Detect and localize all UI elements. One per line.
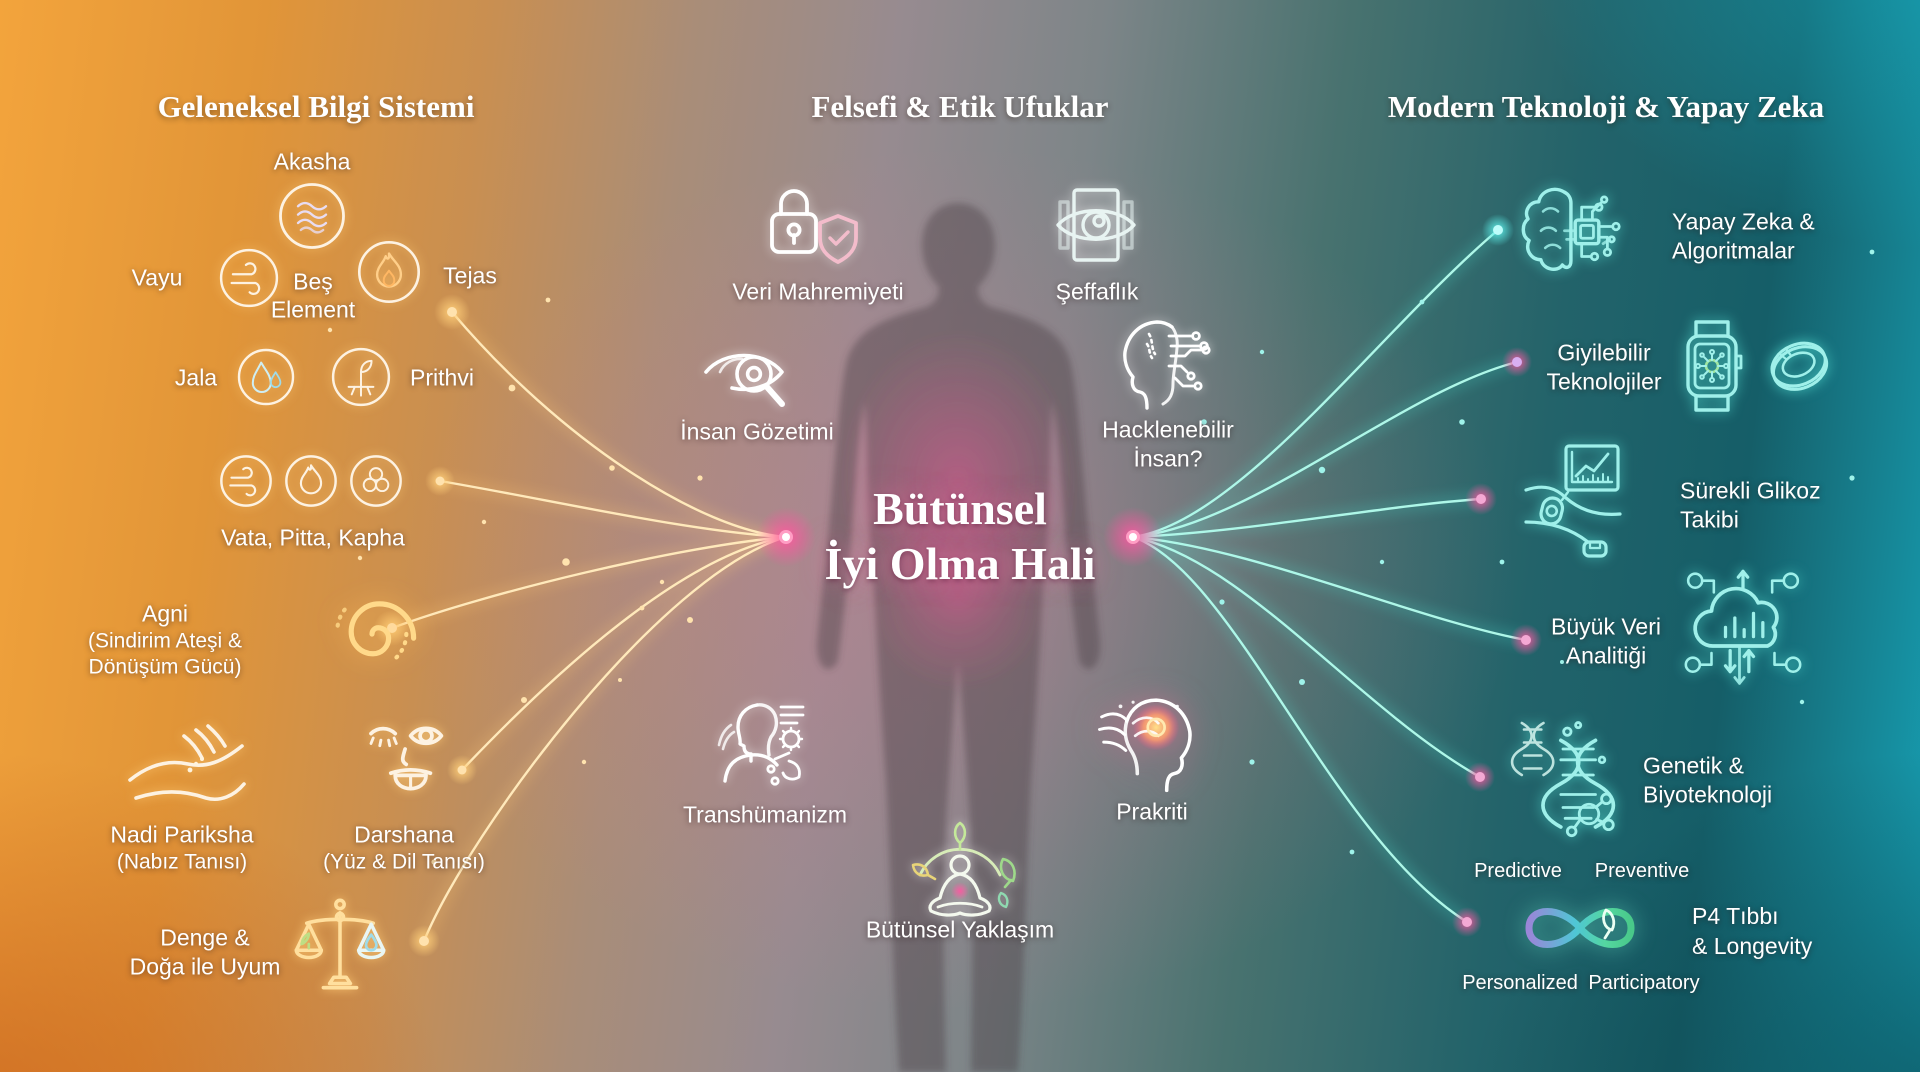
hackable-human-icon: [1103, 300, 1223, 420]
vata-wind-icon: [218, 453, 274, 509]
transparency-eye-icon: [1046, 176, 1146, 276]
nadi-label: Nadi Pariksha (Nabız Tanısı): [110, 821, 254, 874]
holistic-meditation-icon: [885, 813, 1035, 943]
agni-spiral-icon: [320, 582, 424, 686]
cgm-label: Sürekli Glikoz Takibi: [1680, 477, 1821, 532]
data-privacy-label: Veri Mahremiyeti: [732, 278, 904, 305]
p4-personalized-label: Personalized: [1462, 972, 1578, 995]
bigdata-cloud-icon: [1678, 562, 1808, 702]
transhumanism-icon: [705, 685, 825, 805]
five-elements-center-label: Beş Element: [270, 268, 356, 322]
pitta-fire-icon: [283, 453, 339, 509]
akasha-waves-icon: [277, 181, 347, 251]
element-tejas-label: Tejas: [443, 262, 497, 289]
doshas-label: Vata, Pitta, Kapha: [221, 524, 405, 551]
darshana-label: Darshana (Yüz & Dil Tanısı): [323, 821, 485, 874]
tejas-fire-icon: [356, 239, 422, 305]
nadi-pulse-hands-icon: [122, 718, 252, 814]
glucose-monitor-icon: [1522, 438, 1662, 558]
data-privacy-lock-icon: [754, 176, 862, 276]
prithvi-earth-icon: [330, 346, 392, 408]
p4-participatory-label: Participatory: [1588, 972, 1700, 995]
center-section-title: Felsefi & Etik Ufuklar: [811, 89, 1109, 124]
dna-icon: [1498, 710, 1628, 840]
smartwatch-icon: [1670, 314, 1754, 418]
p4-label: P4 Tıbbı & Longevity: [1692, 903, 1813, 959]
element-vayu-label: Vayu: [131, 264, 183, 291]
sparkle-particles: [327, 249, 1875, 865]
element-jala-label: Jala: [174, 364, 218, 391]
darshana-face-icon: [349, 705, 459, 815]
element-prithvi-label: Prithvi: [410, 364, 474, 391]
kapha-drops-icon: [348, 453, 404, 509]
human-oversight-icon: [698, 330, 816, 430]
central-main-title: Bütünsel İyi Olma Hali: [824, 482, 1096, 589]
balance-scales-icon: [288, 892, 392, 996]
bigdata-label: Büyük Veri Analitiği: [1551, 613, 1661, 668]
ai-label: Yapay Zeka & Algoritmalar: [1672, 208, 1815, 263]
right-endpoint-dots: [1452, 214, 1542, 937]
human-oversight-label: İnsan Gözetimi: [680, 418, 834, 445]
jala-water-icon: [236, 347, 296, 407]
transhumanism-label: Transhümanizm: [682, 801, 848, 828]
left-endpoint-dots: [374, 294, 477, 957]
p4-predictive-label: Predictive: [1474, 860, 1562, 883]
vayu-wind-icon: [218, 247, 280, 309]
wearables-label: Giyilebilir Teknolojiler: [1546, 339, 1662, 394]
human-silhouette: [816, 203, 1101, 1072]
element-akasha-label: Akasha: [273, 148, 351, 175]
agni-label: Agni (Sindirim Ateşi & Dönüşüm Gücü): [87, 600, 243, 679]
left-hub-node: [756, 507, 816, 567]
left-section-title: Geleneksel Bilgi Sistemi: [157, 89, 475, 124]
ai-brain-chip-icon: [1513, 175, 1631, 293]
prakriti-icon: [1089, 677, 1215, 803]
holistic-approach-label: Bütünsel Yaklaşım: [865, 916, 1055, 943]
right-hub-node: [1103, 507, 1163, 567]
hackable-human-label: Hacklenebilir İnsan?: [1102, 416, 1234, 471]
p4-infinity-icon: [1495, 880, 1665, 976]
p4-preventive-label: Preventive: [1594, 860, 1690, 883]
prakriti-label: Prakriti: [1116, 798, 1188, 825]
denge-label: Denge & Doğa ile Uyum: [129, 924, 281, 979]
genetics-label: Genetik & Biyoteknoloji: [1643, 752, 1773, 807]
smart-ring-icon: [1754, 325, 1846, 411]
transparency-label: Şeffaflık: [1055, 278, 1139, 305]
right-section-title: Modern Teknoloji & Yapay Zeka: [1387, 89, 1825, 124]
